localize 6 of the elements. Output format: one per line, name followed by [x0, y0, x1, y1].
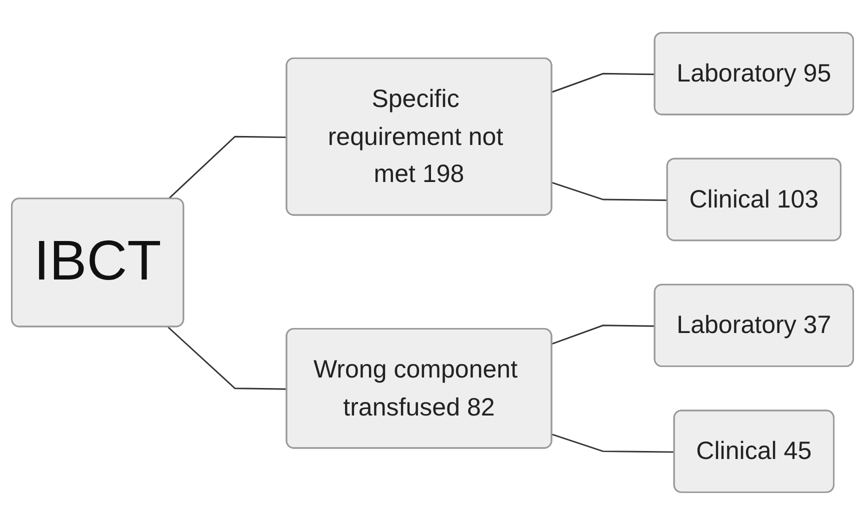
connector	[552, 181, 668, 201]
connector	[168, 135, 288, 200]
connector	[168, 326, 288, 390]
connector	[552, 324, 656, 344]
connector	[552, 72, 656, 92]
connector	[552, 433, 675, 452]
